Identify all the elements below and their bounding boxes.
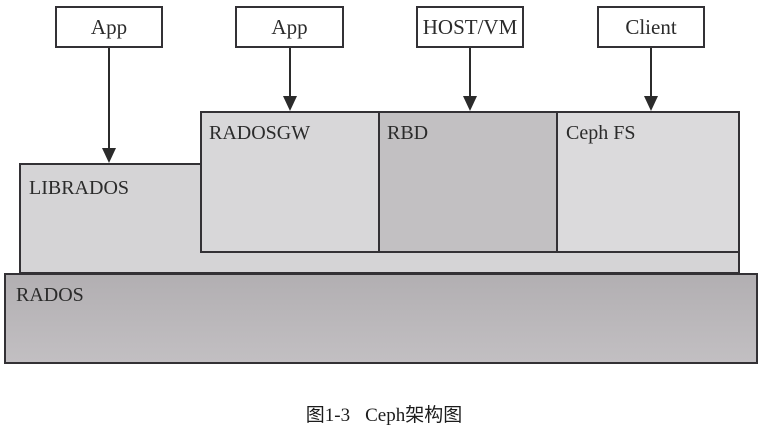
- client-box-label: Client: [625, 14, 677, 39]
- cephfs-label: Ceph FS: [566, 122, 636, 144]
- host-vm-box-label: HOST/VM: [422, 14, 518, 39]
- arrow-line: [650, 48, 652, 97]
- client-box: Client: [597, 6, 705, 48]
- rbd-box: RBD: [378, 111, 558, 253]
- librados-label: LIBRADOS: [29, 177, 130, 199]
- rbd-label: RBD: [387, 122, 429, 144]
- app-box-1: App: [55, 6, 163, 48]
- app-box-2-label: App: [271, 14, 308, 39]
- arrow-head-icon: [463, 96, 477, 111]
- arrow-head-icon: [283, 96, 297, 111]
- figure-caption-number: 图1-3: [305, 405, 351, 426]
- radosgw-box: RADOSGW: [200, 111, 380, 253]
- host-vm-box: HOST/VM: [416, 6, 524, 48]
- cephfs-box: Ceph FS: [556, 111, 740, 253]
- app-box-1-label: App: [90, 14, 128, 39]
- rados-layer-box: RADOS: [4, 273, 758, 364]
- arrow-head-icon: [644, 96, 658, 111]
- figure-caption-title: Ceph架构图: [365, 405, 463, 426]
- arrow-line: [108, 48, 110, 148]
- arrow-line: [469, 48, 471, 97]
- arrow-head-icon: [102, 148, 116, 163]
- radosgw-label: RADOSGW: [209, 122, 311, 144]
- rados-label: RADOS: [16, 284, 84, 306]
- app-box-2: App: [235, 6, 344, 48]
- figure-caption: 图1-3 Ceph架构图: [0, 400, 768, 427]
- arrow-line: [289, 48, 291, 97]
